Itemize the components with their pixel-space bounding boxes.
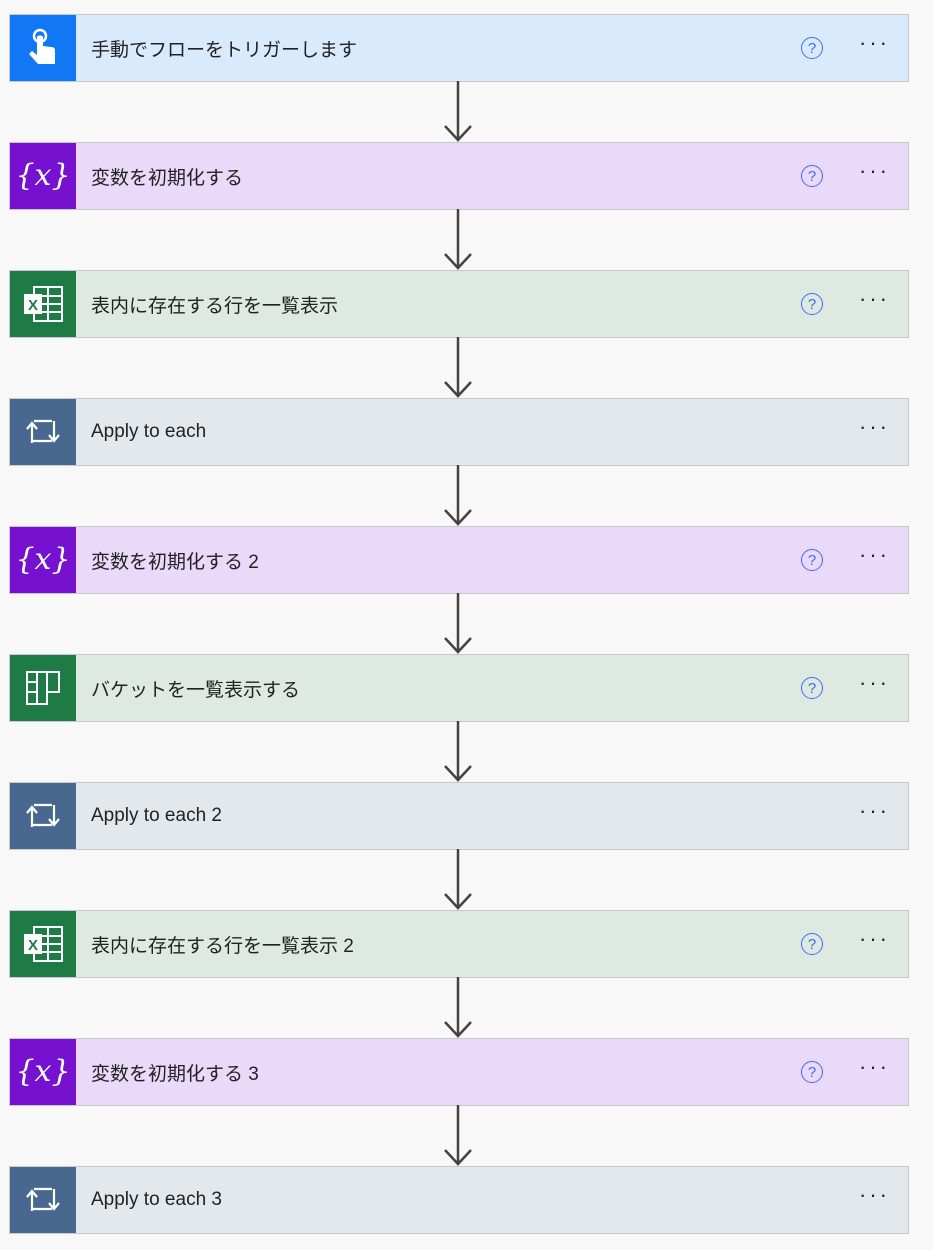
step-title: Apply to each 3 — [91, 1189, 222, 1210]
more-options-button[interactable]: ··· — [859, 286, 890, 311]
connector-arrow-icon — [444, 593, 472, 654]
help-icon[interactable]: ? — [801, 677, 824, 699]
step-title: 変数を初期化する — [91, 167, 244, 189]
connector-arrow-icon — [444, 337, 472, 398]
help-icon[interactable]: ? — [801, 293, 824, 315]
flow-step-excel[interactable]: X 表内に存在する行を一覧表示 ? ··· — [9, 270, 909, 338]
step-title: 変数を初期化する 3 — [91, 1063, 259, 1085]
loop-icon — [10, 1167, 76, 1233]
excel-icon: X — [10, 271, 76, 337]
help-icon[interactable]: ? — [801, 165, 824, 187]
svg-text:{x}: {x} — [18, 158, 68, 193]
help-icon[interactable]: ? — [801, 549, 824, 571]
excel-icon: X — [10, 911, 76, 977]
flow-step-excel[interactable]: バケットを一覧表示する ? ··· — [9, 654, 909, 722]
more-options-button[interactable]: ··· — [859, 414, 890, 439]
help-icon[interactable]: ? — [801, 1061, 824, 1083]
flow-step-loop[interactable]: Apply to each ··· — [9, 398, 909, 466]
flow-step-variable[interactable]: {x} 変数を初期化する ? ··· — [9, 142, 909, 210]
loop-icon — [10, 399, 76, 465]
touch-hand-icon — [10, 15, 76, 81]
svg-text:{x}: {x} — [18, 1054, 68, 1089]
step-title: Apply to each 2 — [91, 805, 222, 826]
more-options-button[interactable]: ··· — [859, 1182, 890, 1207]
variable-icon: {x} — [10, 1039, 76, 1105]
connector-arrow-icon — [444, 977, 472, 1038]
connector-arrow-icon — [444, 721, 472, 782]
help-icon[interactable]: ? — [801, 37, 824, 59]
more-options-button[interactable]: ··· — [859, 30, 890, 55]
more-options-button[interactable]: ··· — [859, 1054, 890, 1079]
more-options-button[interactable]: ··· — [859, 670, 890, 695]
flow-step-loop[interactable]: Apply to each 3 ··· — [9, 1166, 909, 1234]
more-options-button[interactable]: ··· — [859, 542, 890, 567]
svg-text:X: X — [28, 937, 38, 954]
step-title: 変数を初期化する 2 — [91, 551, 259, 573]
loop-icon — [10, 783, 76, 849]
step-title: Apply to each — [91, 421, 207, 442]
step-title: 表内に存在する行を一覧表示 2 — [91, 935, 354, 957]
variable-icon: {x} — [10, 527, 76, 593]
connector-arrow-icon — [444, 849, 472, 910]
help-icon[interactable]: ? — [801, 933, 824, 955]
connector-arrow-icon — [444, 1105, 472, 1166]
connector-arrow-icon — [444, 209, 472, 270]
more-options-button[interactable]: ··· — [859, 798, 890, 823]
flow-step-loop[interactable]: Apply to each 2 ··· — [9, 782, 909, 850]
planner-icon — [10, 655, 76, 721]
flow-step-trigger[interactable]: 手動でフローをトリガーします ? ··· — [9, 14, 909, 82]
flow-step-excel[interactable]: X 表内に存在する行を一覧表示 2 ? ··· — [9, 910, 909, 978]
step-title: 手動でフローをトリガーします — [91, 39, 358, 61]
svg-text:{x}: {x} — [18, 542, 68, 577]
svg-text:X: X — [28, 297, 38, 314]
connector-arrow-icon — [444, 81, 472, 142]
flow-step-variable[interactable]: {x} 変数を初期化する 2 ? ··· — [9, 526, 909, 594]
step-title: 表内に存在する行を一覧表示 — [91, 295, 339, 317]
more-options-button[interactable]: ··· — [859, 926, 890, 951]
flow-step-variable[interactable]: {x} 変数を初期化する 3 ? ··· — [9, 1038, 909, 1106]
step-title: バケットを一覧表示する — [91, 679, 301, 701]
variable-icon: {x} — [10, 143, 76, 209]
more-options-button[interactable]: ··· — [859, 158, 890, 183]
connector-arrow-icon — [444, 465, 472, 526]
